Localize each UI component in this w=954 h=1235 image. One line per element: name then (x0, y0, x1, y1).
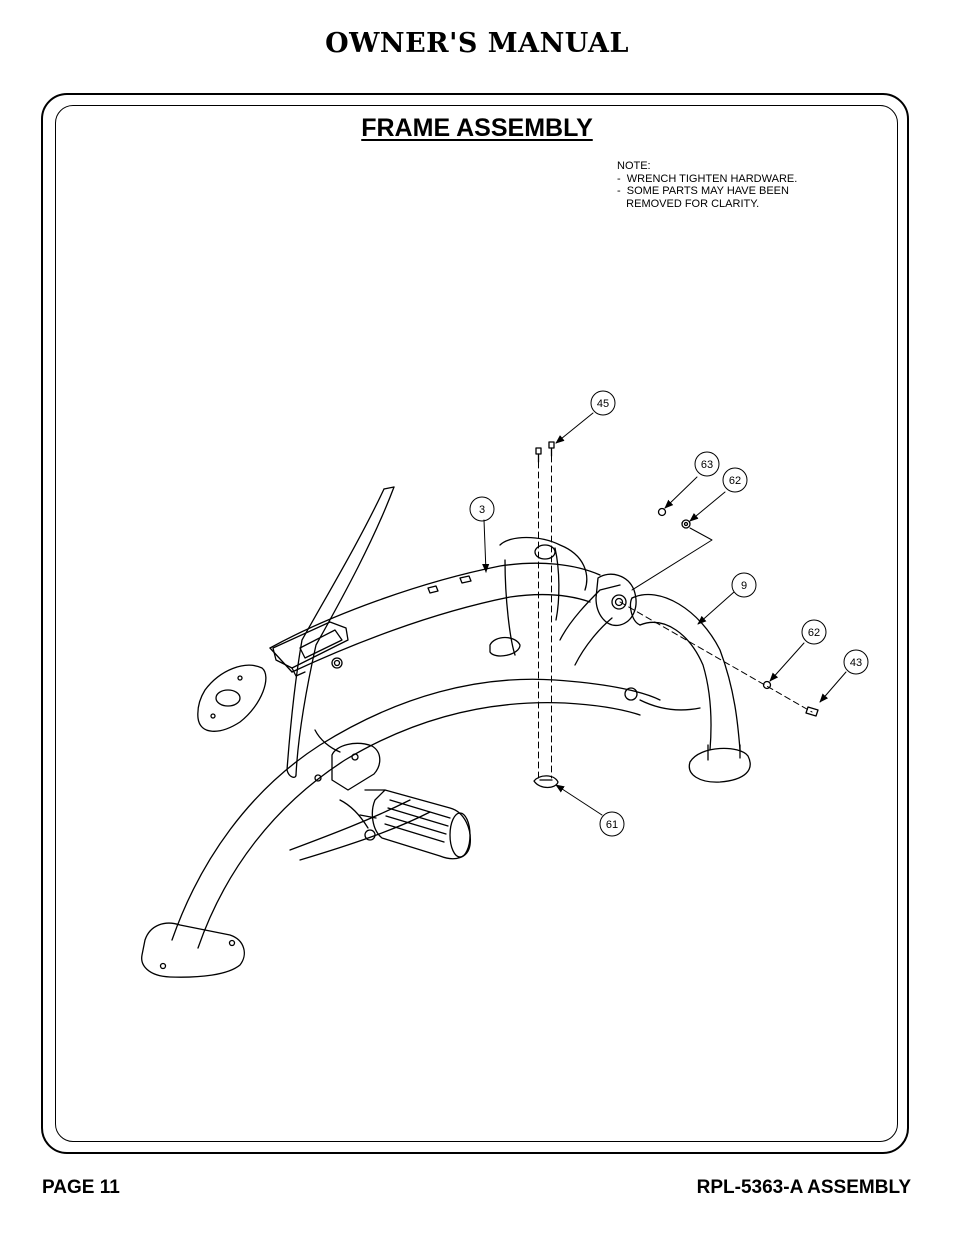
section-title: FRAME ASSEMBLY (361, 114, 593, 142)
callout-label-9: 9 (741, 580, 747, 592)
callout-leaders (482, 412, 847, 816)
callout-label-63: 63 (701, 459, 713, 471)
outer-frame-border (41, 93, 909, 1154)
rear-foot-plate (688, 744, 751, 783)
assembly-guide-lines (538, 455, 813, 779)
washer-63 (657, 507, 667, 517)
callout-label-62-lower: 62 (808, 627, 820, 639)
bolt-45-right (548, 441, 555, 457)
callout-label-3: 3 (479, 504, 485, 516)
upright-handle-post (286, 486, 395, 778)
assembly-note: NOTE: - WRENCH TIGHTEN HARDWARE. - SOME … (617, 160, 797, 210)
callout-label-62-upper: 62 (729, 475, 741, 487)
foot-pedal (339, 789, 471, 860)
callout-circle-62-lower (801, 619, 827, 645)
callout-circles (469, 390, 869, 837)
pedal-crank-bracket (314, 729, 381, 791)
lower-arched-frame (171, 678, 661, 949)
washer-62-lower (762, 680, 772, 690)
note-line-2: - SOME PARTS MAY HAVE BEEN (617, 185, 789, 197)
callout-circle-45 (590, 390, 616, 416)
inner-frame-border (55, 105, 898, 1142)
callout-circle-63 (694, 451, 720, 477)
model-assembly-label: RPL-5363-A ASSEMBLY (696, 1177, 911, 1198)
washer-62-upper (681, 519, 691, 529)
callout-circle-61 (599, 811, 625, 837)
callout-circle-43 (843, 649, 869, 675)
note-heading: NOTE: (617, 160, 651, 172)
bolt-45-left (535, 447, 542, 463)
cap-61 (533, 775, 559, 789)
front-foot-plate (141, 922, 245, 978)
rear-leg-tube (624, 593, 741, 751)
callout-circle-3 (469, 496, 495, 522)
callout-label-45: 45 (597, 398, 609, 410)
callout-circle-9 (731, 572, 757, 598)
callout-circle-62-upper (722, 467, 748, 493)
front-end-plate (197, 664, 267, 732)
pivot-joint (595, 573, 637, 627)
upper-frame-tube (269, 562, 601, 673)
bolt-43 (805, 706, 819, 717)
callout-label-61: 61 (606, 819, 618, 831)
page-number: PAGE 11 (42, 1177, 120, 1198)
callout-label-43: 43 (850, 657, 862, 669)
seat-mount-bracket (272, 621, 349, 677)
washer-guide-line (631, 527, 713, 591)
pivot-hub (489, 536, 621, 666)
manual-title: OWNER'S MANUAL (325, 28, 629, 59)
note-line-3: REMOVED FOR CLARITY. (617, 197, 760, 210)
note-line-1: - WRENCH TIGHTEN HARDWARE. (617, 172, 798, 185)
